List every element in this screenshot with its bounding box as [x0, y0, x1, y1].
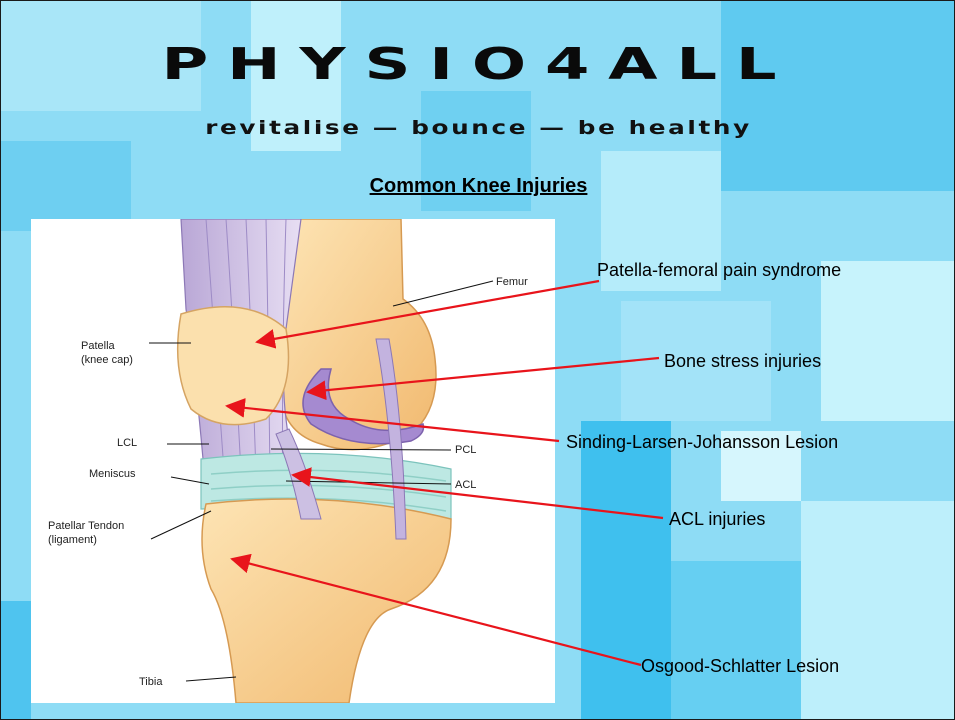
- callout-acl-injuries: ACL injuries: [669, 509, 765, 530]
- callout-osgood-schlatter: Osgood-Schlatter Lesion: [641, 656, 839, 677]
- arrow-osgood: [232, 559, 641, 665]
- callout-bone-stress: Bone stress injuries: [664, 351, 821, 372]
- callout-patella-femoral: Patella-femoral pain syndrome: [597, 260, 841, 281]
- arrow-bone-stress: [308, 358, 659, 392]
- arrow-pfps: [257, 281, 599, 342]
- arrow-acl: [293, 475, 663, 518]
- callout-sinding-larsen: Sinding-Larsen-Johansson Lesion: [566, 432, 838, 453]
- arrow-sinding: [227, 406, 559, 441]
